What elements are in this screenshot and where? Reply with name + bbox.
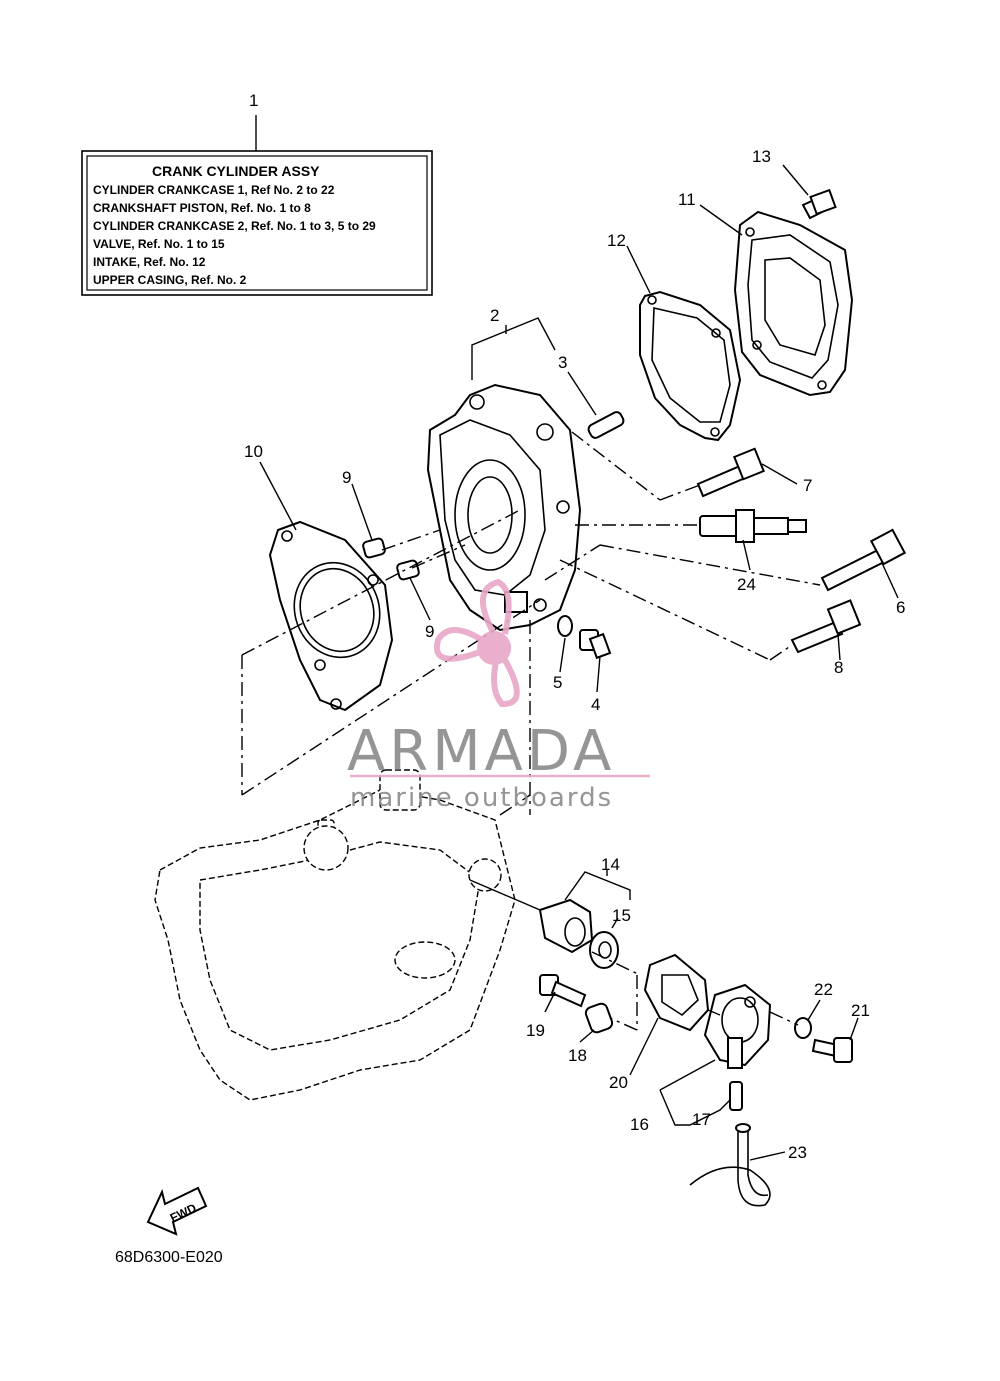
thermostat-cover-part [703,983,772,1069]
bolt-4-part [579,629,612,660]
pin-part [587,411,625,439]
assy-line-4: VALVE, Ref. No. 1 to 15 [93,237,225,251]
watermark-brand: ARMADA [347,719,615,784]
callout-13: 13 [752,147,771,166]
callout-21: 21 [851,1001,870,1020]
bolt-19-part [539,974,587,1008]
callout-9-upper: 9 [342,468,351,487]
callout-4: 4 [591,695,600,714]
fwd-arrow-icon: FWD [146,1186,208,1236]
propeller-logo-icon [433,578,520,708]
callout-24: 24 [737,575,756,594]
joint-17-part [729,1081,743,1111]
dowel-pin-upper [362,537,386,559]
callout-12: 12 [607,231,626,250]
callout-20: 20 [609,1073,628,1092]
alignment-lines [241,431,821,1031]
head-gasket-part [268,520,394,712]
callout-6: 6 [896,598,905,617]
dowel-pin-lower [396,559,420,581]
assy-title: CRANK CYLINDER ASSY [152,163,320,179]
callout-17: 17 [692,1110,711,1129]
thermostat-seal-part [589,931,619,969]
washer-22-part [794,1017,812,1039]
crankcase-reference-ghost [154,769,516,1101]
washer-5-part [557,615,573,637]
callout-19: 19 [526,1021,545,1040]
cylinder-body-part [426,383,582,632]
callout-2: 2 [490,306,499,325]
callout-3: 3 [558,353,567,372]
callout-7: 7 [803,476,812,495]
watermark-tagline: marine outboards [350,783,613,813]
assy-line-2: CRANKSHAFT PISTON, Ref. No. 1 to 8 [93,201,311,215]
cover-bolt-part [801,188,837,220]
spark-plug-part [699,509,807,543]
assy-reference-box: 1 CRANK CYLINDER ASSY CYLINDER CRANKCASE… [81,91,433,296]
callout-16: 16 [630,1115,649,1134]
callout-10: 10 [244,442,263,461]
armada-watermark: ARMADA marine outboards [347,578,650,813]
bolt-6-part [820,528,907,592]
assy-line-5: INTAKE, Ref. No. 12 [93,255,206,269]
callout-labels: 2 3 4 5 6 7 8 9 9 10 11 12 13 14 15 16 1… [244,147,905,1162]
head-cover-part [733,210,854,397]
assy-line-3: CYLINDER CRANKCASE 2, Ref. No. 1 to 3, 5… [93,219,376,233]
head-cover-gasket-part [639,290,742,442]
assy-line-6: UPPER CASING, Ref. No. 2 [93,273,247,287]
callout-1: 1 [249,91,258,110]
callout-9-lower: 9 [425,622,434,641]
callout-5: 5 [553,673,562,692]
gasket-20-part [643,953,710,1032]
bolt-8-part [790,599,862,654]
bolt-21-part [811,1037,853,1063]
callout-8: 8 [834,658,843,677]
diagram-code: 68D6300-E020 [115,1249,223,1266]
callout-14: 14 [601,855,620,874]
collar-18-part [584,1002,614,1034]
callout-22: 22 [814,980,833,999]
callout-18: 18 [568,1046,587,1065]
callout-11: 11 [678,190,696,209]
callout-23: 23 [788,1143,807,1162]
callout-leaders [259,164,899,1161]
assy-line-1: CYLINDER CRANKCASE 1, Ref No. 2 to 22 [93,183,335,197]
callout-15: 15 [612,906,631,925]
bolt-7-part [696,447,765,498]
hose-23-part [689,1123,771,1207]
thermostat-part [469,879,594,954]
